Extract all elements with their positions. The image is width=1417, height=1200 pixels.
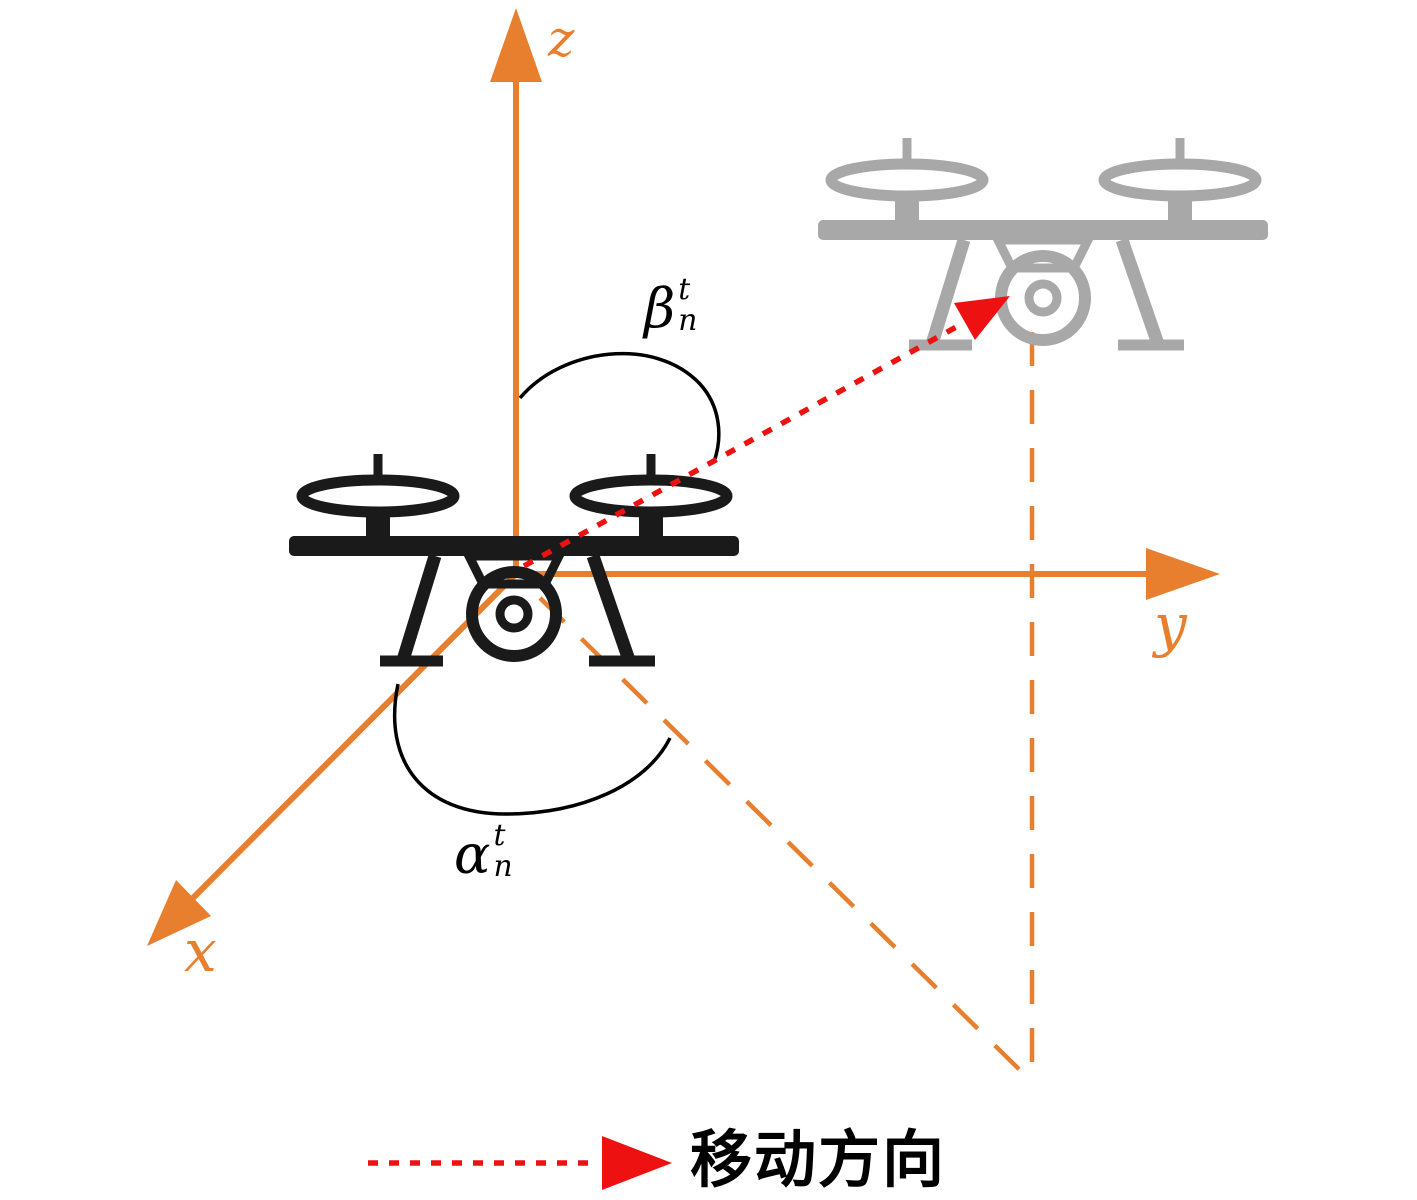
drone-target-icon [818,138,1268,345]
alpha-base: α [454,823,491,886]
y-axis-arrowhead-icon [1146,548,1220,600]
beta-sub: n [678,303,698,339]
x-axis [147,571,519,946]
alpha-sub: n [493,849,513,885]
alpha-angle-arc [392,683,672,816]
z-axis-label: z [548,10,575,68]
beta-base: β [644,277,676,340]
z-axis-arrowhead-icon [490,8,542,82]
movement-arrowhead-icon [954,296,1010,340]
x-axis-arrowhead-icon [147,880,211,946]
legend-arrow-sample [368,1136,672,1190]
x-axis-label: x [184,917,217,985]
z-axis [490,8,542,574]
ground-projection-dashed-line [538,596,1034,1084]
movement-direction-arrow [522,296,1010,569]
alpha-sup: t [493,818,506,853]
y-axis [516,548,1220,600]
beta-sup: t [678,272,691,307]
beta-angle-arc [518,352,721,463]
legend-label: 移动方向 [690,1126,947,1195]
y-axis-label: y [1154,591,1187,659]
legend-arrowhead-icon [602,1136,672,1190]
